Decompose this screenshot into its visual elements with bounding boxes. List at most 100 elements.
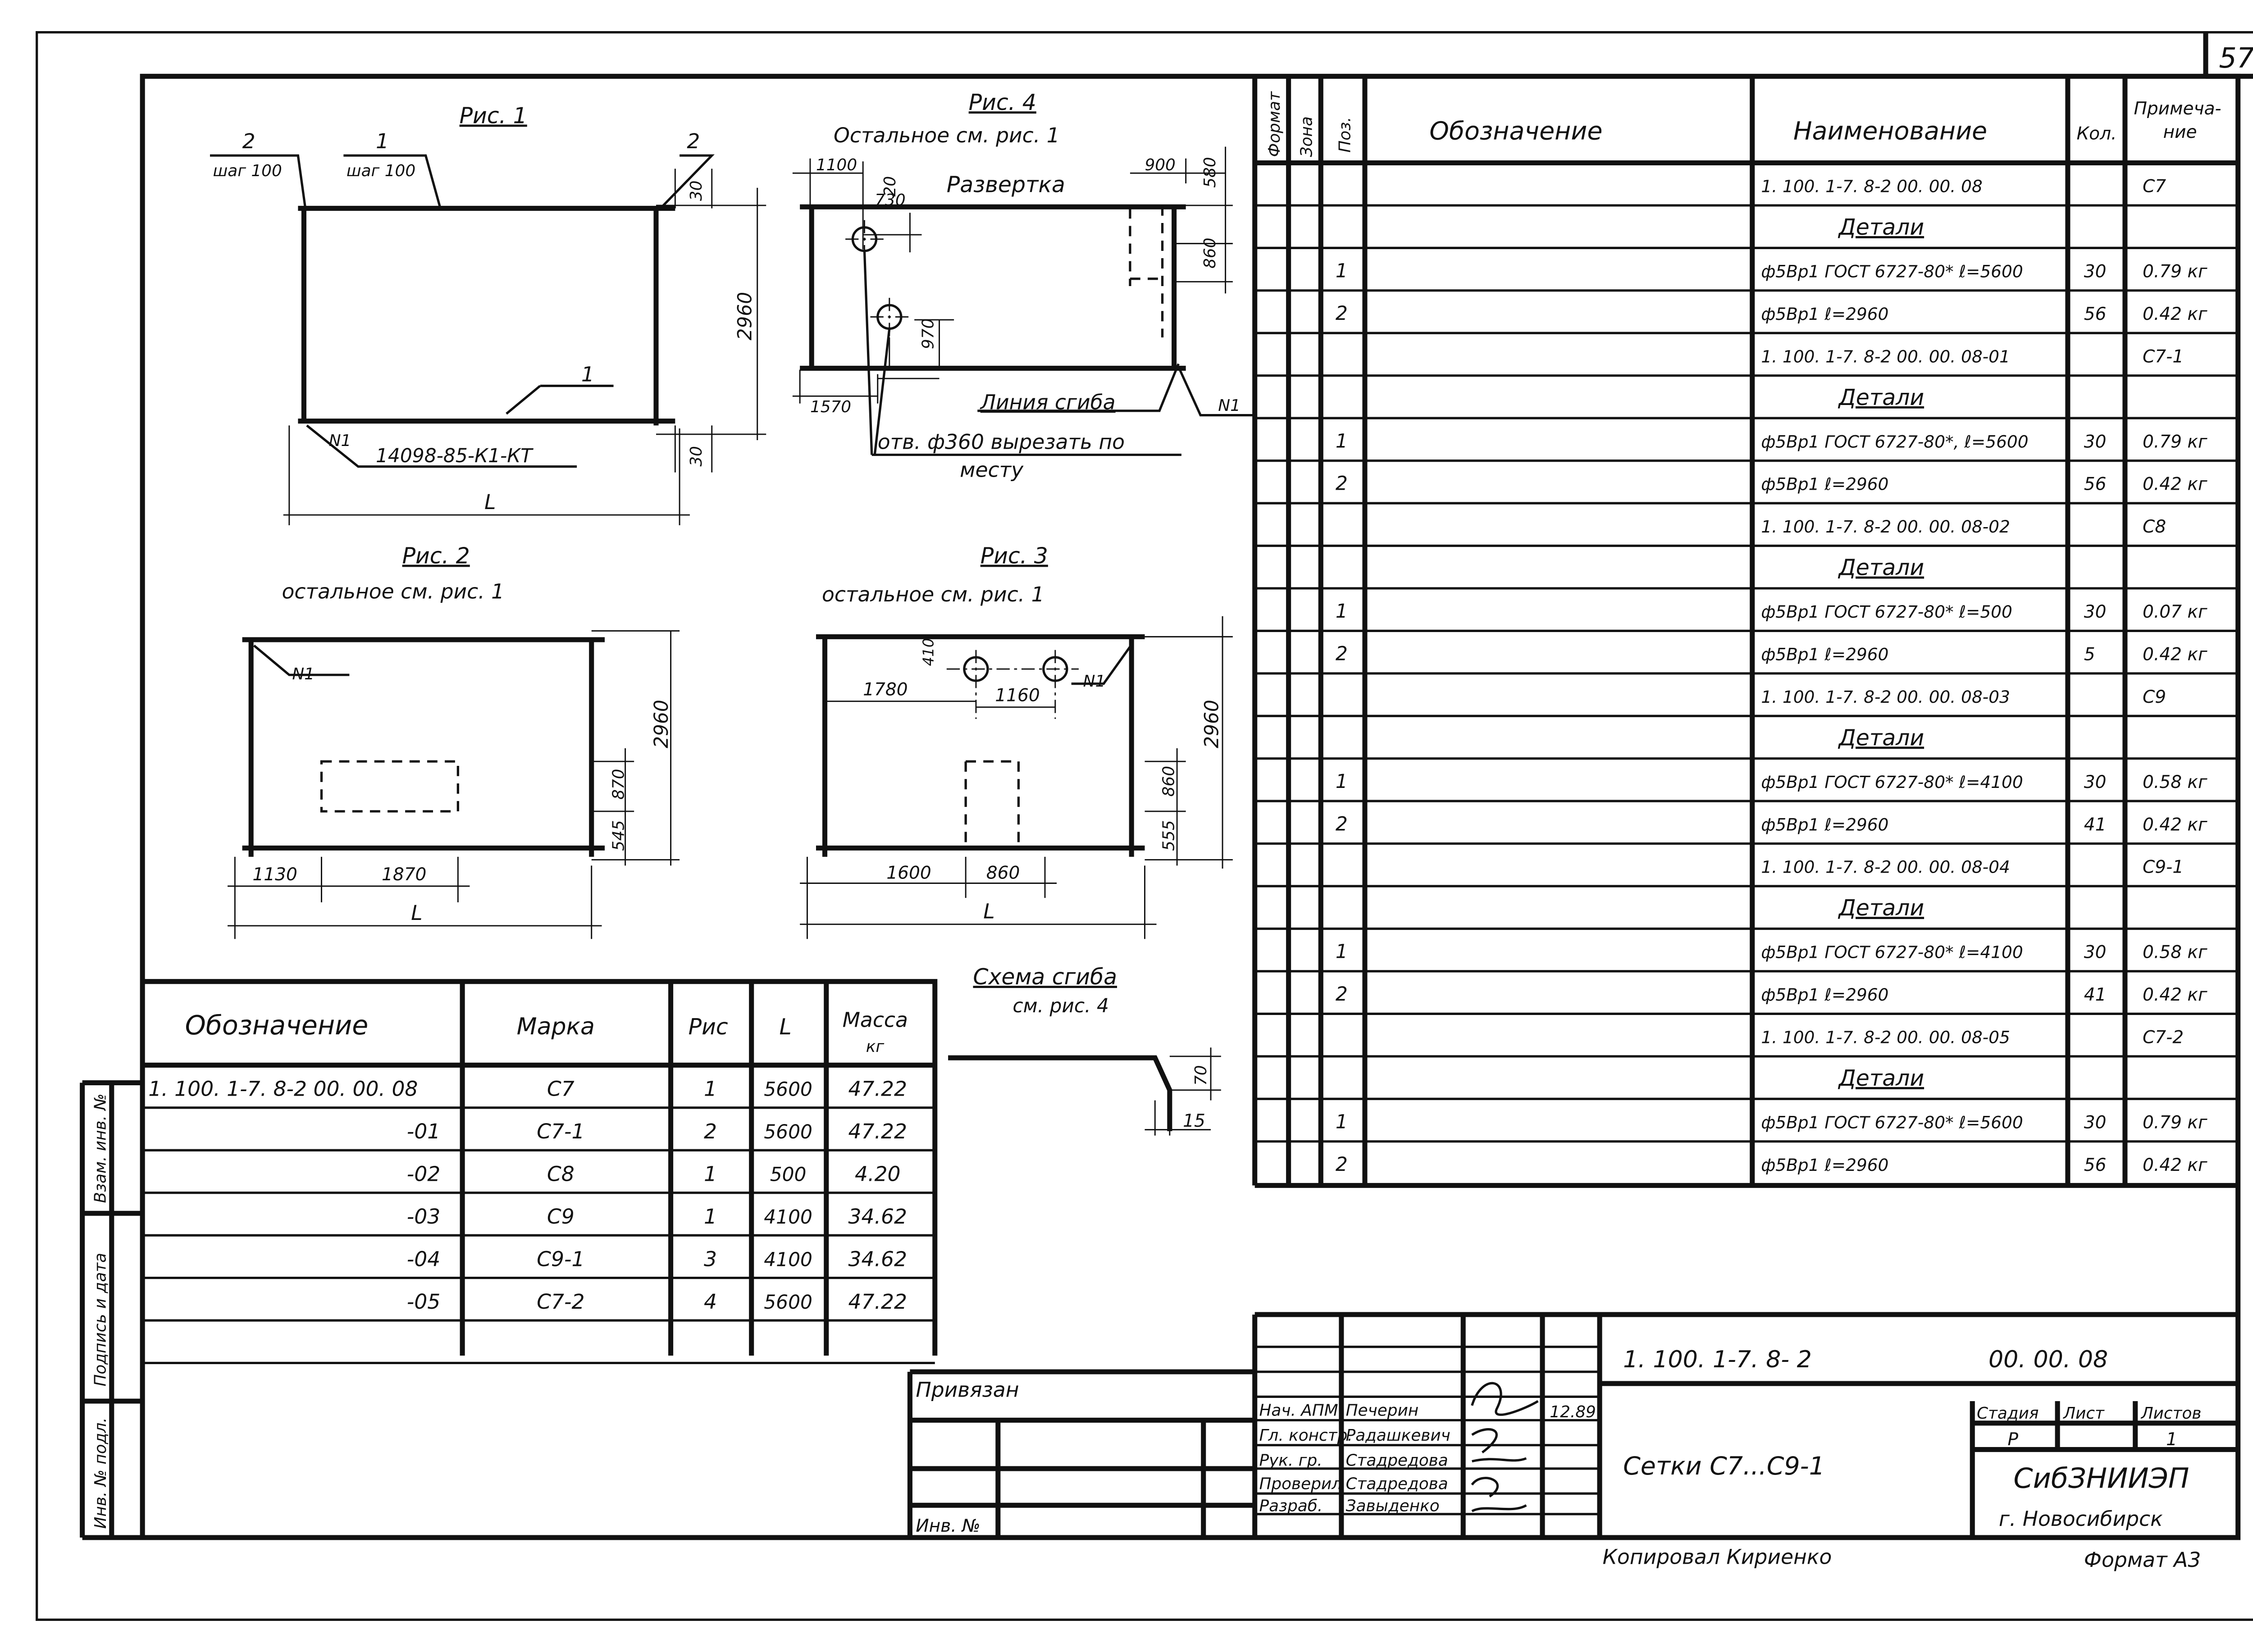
fig1-dim-30a: 30 [687,181,706,201]
spec-note: 0.79 кг [2143,1112,2207,1133]
figure-3: Рис. 3 остальное см. рис. 1 2960 410 178… [800,543,1233,939]
figure-2: Рис. 2 остальное см. рис. 1 N1 2960 870 … [228,543,680,939]
spec-pos: 2 [1336,473,1348,495]
fig3-dim-2960: 2960 [1200,700,1222,748]
spec-pos: 2 [1336,1153,1348,1175]
fig3-dim-l: L [983,900,994,924]
marks-cell: 1 [704,1077,717,1101]
marks-cell: 4.20 [855,1162,900,1186]
fig2-dim-1870: 1870 [382,865,426,885]
tb-org: СибЗНИИЭП [2013,1462,2189,1494]
bend-scheme-title: Схема сгиба [973,964,1117,990]
fig4-dim-1570: 1570 [810,398,851,416]
outer-border [36,31,2253,1621]
fig4-dim-970: 970 [919,319,938,349]
marks-cell: 5600 [764,1291,812,1313]
spec-qty: 30 [2084,942,2107,963]
fig4-title: Рис. 4 [969,90,1036,115]
fig2-dim-870: 870 [609,769,628,800]
tb-city: г. Новосибирск [1999,1507,2163,1531]
fig4-dim-1100: 1100 [816,156,857,174]
fig4-dim-900: 900 [1145,156,1175,174]
fig1-weld-ref: 14098-85-К1-КТ [376,445,534,467]
fig4-dim-580: 580 [1201,157,1219,187]
fig4-hole-note-1: отв. ф360 вырезать по [878,430,1125,454]
tb-role-2: Рук. гр. [1259,1451,1322,1470]
spec-name: ф5Вр1 ℓ=2960 [1761,1155,1888,1175]
sheet-number: 57 [2219,42,2253,74]
marks-cell: 47.22 [848,1290,907,1314]
marks-header-fig: Рис [689,1014,728,1040]
marks-cell: С7-1 [537,1120,584,1143]
spec-section-title: Детали [1838,725,1925,751]
bend-scheme-dim-70: 70 [1192,1065,1210,1086]
spec-header-zone: Зона [1298,116,1316,157]
tb-name-3: Стадредова [1346,1475,1448,1493]
spec-note: С7-1 [2143,346,2184,367]
spec-note: 0.58 кг [2143,772,2207,792]
marks-cell: С9-1 [537,1247,584,1271]
fig3-dim-860: 860 [1160,766,1178,796]
tb-title: Сетки С7...С9-1 [1623,1452,1825,1481]
marks-cell: С7-2 [537,1290,584,1314]
copied-by: Копировал Кириенко [1603,1545,1832,1569]
spec-header-format: Формат [1265,91,1284,157]
tb-sheets-header: Листов [2140,1404,2202,1423]
spec-pos: 2 [1336,813,1348,835]
spec-name: 1. 100. 1-7. 8-2 00. 00. 08-04 [1761,857,2010,877]
tb-role-1: Гл. констр. [1259,1426,1352,1445]
fig1-weld-n: N1 [329,432,351,450]
bend-scheme-subtitle: см. рис. 4 [1012,995,1109,1017]
spec-header-note-2: ние [2163,122,2197,142]
spec-note: С9-1 [2143,857,2184,878]
marks-cell: 34.62 [848,1247,907,1271]
tb-role-0: Нач. АПМ [1259,1402,1338,1420]
marks-cell: 1 [704,1162,717,1186]
marks-table: Обозначение Марка Рис L Масса кг 1. 100.… [142,979,938,1365]
figure-4: Рис. 4 Остальное см. рис. 1 Развертка 11… [792,90,1255,482]
fig1-dim-l: L [484,490,496,514]
fig3-dim-860b: 860 [986,863,1020,883]
fig2-title: Рис. 2 [402,543,470,569]
spec-note: 0.42 кг [2143,985,2207,1005]
fig2-weld-n: N1 [292,665,315,683]
marks-cell: 34.62 [848,1205,907,1229]
spec-qty: 41 [2084,985,2107,1005]
title-block: Привязан Инв. № Нач. АПМ Гл. констр. Рук… [907,1312,2238,1538]
spec-qty: 30 [2084,262,2107,282]
marks-cell: С8 [547,1162,575,1186]
spec-qty: 30 [2084,602,2107,622]
fig4-hole-note-2: месту [960,458,1024,482]
fig4-dim-20: 20 [881,176,899,197]
marks-cell: -05 [407,1290,440,1314]
marks-cell: 1. 100. 1-7. 8-2 00. 00. 08 [148,1077,418,1101]
spec-name: 1. 100. 1-7. 8-2 00. 00. 08-02 [1761,517,2010,537]
fig3-dim-1780: 1780 [863,680,908,700]
fig1-dim-30b: 30 [687,446,706,467]
marks-cell: 5600 [764,1121,812,1143]
spec-name: ф5Вр1 ГОСТ 6727-80*, ℓ=5600 [1761,432,2028,451]
marks-cell: 1 [704,1205,717,1229]
spec-qty: 56 [2084,474,2107,495]
spec-qty: 5 [2084,644,2095,664]
marks-cell: С9 [547,1205,575,1229]
marks-cell: 4 [704,1290,717,1314]
fig1-step-a: шаг 100 [213,162,282,180]
marks-cell: -04 [407,1247,440,1271]
spec-header-pos: Поз. [1336,117,1354,152]
spec-pos: 1 [1336,941,1348,963]
fig4-dim-860: 860 [1201,238,1219,269]
drawing-frame [140,73,2241,1540]
fig3-title: Рис. 3 [981,543,1048,569]
tb-name-1: Радашкевич [1346,1426,1450,1445]
marks-header-mass-unit: кг [866,1038,885,1056]
spec-note: 0.79 кг [2143,432,2207,452]
spec-name: ф5Вр1 ℓ=2960 [1761,815,1888,834]
spec-note: С9 [2143,687,2166,707]
fig1-label-1a: 1 [376,129,389,153]
spec-note: 0.42 кг [2143,474,2207,495]
marks-cell: 3 [704,1247,717,1271]
fig2-dim-l: L [411,901,422,925]
spec-name: 1. 100. 1-7. 8-2 00. 00. 08-01 [1761,346,2010,366]
